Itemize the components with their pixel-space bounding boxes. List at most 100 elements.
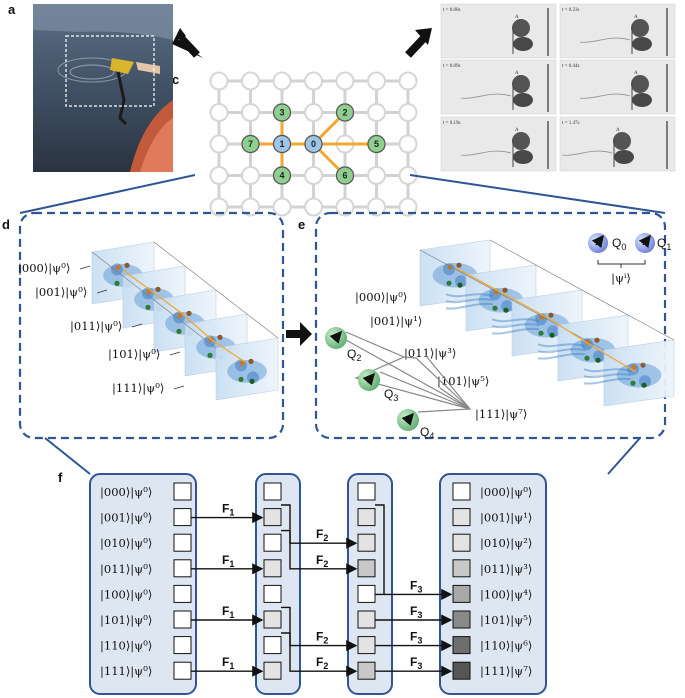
marker-A: A <box>515 71 519 76</box>
blob-bottom <box>632 93 652 107</box>
particle-brown <box>155 286 161 292</box>
label-F1: F1 <box>222 502 234 518</box>
ket-label-d: |011⟩|ψ⁰⟩ <box>70 319 122 334</box>
wake-tendril <box>491 327 540 335</box>
marker-A: A <box>634 71 638 76</box>
state-box <box>357 610 376 629</box>
ket-label-f-in: |101⟩|ψ⁰⟩ <box>100 613 152 628</box>
blob-bottom <box>614 150 634 164</box>
wake <box>579 93 631 99</box>
f1-column <box>255 473 301 695</box>
label-F3: F3 <box>410 655 422 671</box>
op-arrow-F2 <box>281 606 358 652</box>
state-box <box>357 661 376 680</box>
state-box <box>173 482 192 501</box>
qubit-2 <box>335 103 355 122</box>
ket-label-e: |011⟩|ψ³⟩ <box>404 346 456 361</box>
lattice-site <box>335 71 355 91</box>
particle-brown <box>124 262 130 268</box>
particle-brown <box>186 310 192 316</box>
blob-bottom <box>632 37 652 51</box>
qubit-4 <box>272 166 292 185</box>
time-label: t = 0.23s <box>562 8 579 13</box>
particle-brown <box>502 287 508 293</box>
f2-column <box>347 473 393 695</box>
blob-top <box>631 19 649 37</box>
particle-brown <box>640 362 646 368</box>
state-box <box>452 533 471 552</box>
lattice-site <box>209 197 229 217</box>
lattice-site <box>367 197 386 217</box>
lattice-site <box>209 134 229 154</box>
blob-top <box>512 75 530 93</box>
wake <box>561 150 613 156</box>
bloch-arrow <box>329 330 342 344</box>
qubit-label: 1 <box>279 139 284 149</box>
particle-green <box>503 307 509 313</box>
particle-orange <box>177 312 183 318</box>
op-arrow-F2 <box>281 529 358 575</box>
lattice-site <box>209 71 229 91</box>
particle-brown <box>548 312 554 318</box>
ket-label-f-out: |100⟩|ψ⁴⟩ <box>480 587 532 602</box>
ket-label-e: |001⟩|ψ¹⟩ <box>370 314 422 329</box>
label-F1: F1 <box>222 553 234 569</box>
ket-label-f-in: |100⟩|ψ⁰⟩ <box>100 587 152 602</box>
particle-green <box>549 332 555 338</box>
wake-tendril <box>491 318 540 323</box>
wake-tendril <box>491 323 540 329</box>
state-box <box>173 661 192 680</box>
particle-green <box>641 382 647 388</box>
ket-label-d: |000⟩|ψ⁰⟩ <box>18 261 70 276</box>
label-F3: F3 <box>410 630 422 646</box>
particle-green <box>492 305 498 311</box>
state-box <box>452 482 471 501</box>
op-link-F3 <box>375 504 385 595</box>
input-column <box>89 473 197 695</box>
label-Q0: Q0 <box>612 236 626 252</box>
particle-green <box>249 378 255 384</box>
state-box <box>452 584 471 603</box>
particle-brown <box>217 334 223 340</box>
ket-label-d: |101⟩|ψ⁰⟩ <box>108 347 160 362</box>
slab-edge <box>489 239 675 341</box>
trajectory <box>455 267 637 373</box>
particle-green <box>176 328 182 334</box>
marker-A: A <box>515 15 519 20</box>
panel-label-f: f <box>58 470 63 485</box>
frame-bg <box>559 59 676 115</box>
label-Q4: Q4 <box>420 425 434 441</box>
state-box <box>452 610 471 629</box>
arrow-d-to-e <box>286 322 312 346</box>
qubit-0 <box>304 134 323 154</box>
ket-label-f-out: |010⟩|ψ²⟩ <box>480 536 532 551</box>
label-F1: F1 <box>222 604 234 620</box>
panel-b-frame: At = 0.23s <box>559 3 676 59</box>
particle-green <box>238 376 244 382</box>
lattice-site <box>241 197 260 217</box>
lattice-site <box>304 71 323 91</box>
arrow-shaft-a <box>178 35 200 58</box>
time-label: t = 1.47s <box>562 121 579 126</box>
control-line <box>345 339 471 410</box>
state-box <box>357 533 376 552</box>
ket-label-d: |001⟩|ψ⁰⟩ <box>35 285 87 300</box>
bloch-arrow <box>362 372 375 386</box>
tick <box>96 289 108 294</box>
lattice-site <box>367 71 386 91</box>
label-F3: F3 <box>410 578 422 594</box>
particle-green <box>446 280 452 286</box>
lattice-site <box>241 103 260 122</box>
state-box <box>263 508 282 527</box>
panel-b-frame: At = 1.47s <box>559 116 676 172</box>
lattice-site <box>272 197 292 217</box>
time-label: t = 0.00s <box>443 8 460 13</box>
lattice-site <box>398 134 418 154</box>
label-psi-i: |ψⁱ⟩ <box>611 271 631 286</box>
state-slab <box>215 337 279 401</box>
bloch-arrow <box>638 234 651 248</box>
slab-edge <box>153 241 279 339</box>
ket-label-f-in: |000⟩|ψ⁰⟩ <box>100 485 152 500</box>
